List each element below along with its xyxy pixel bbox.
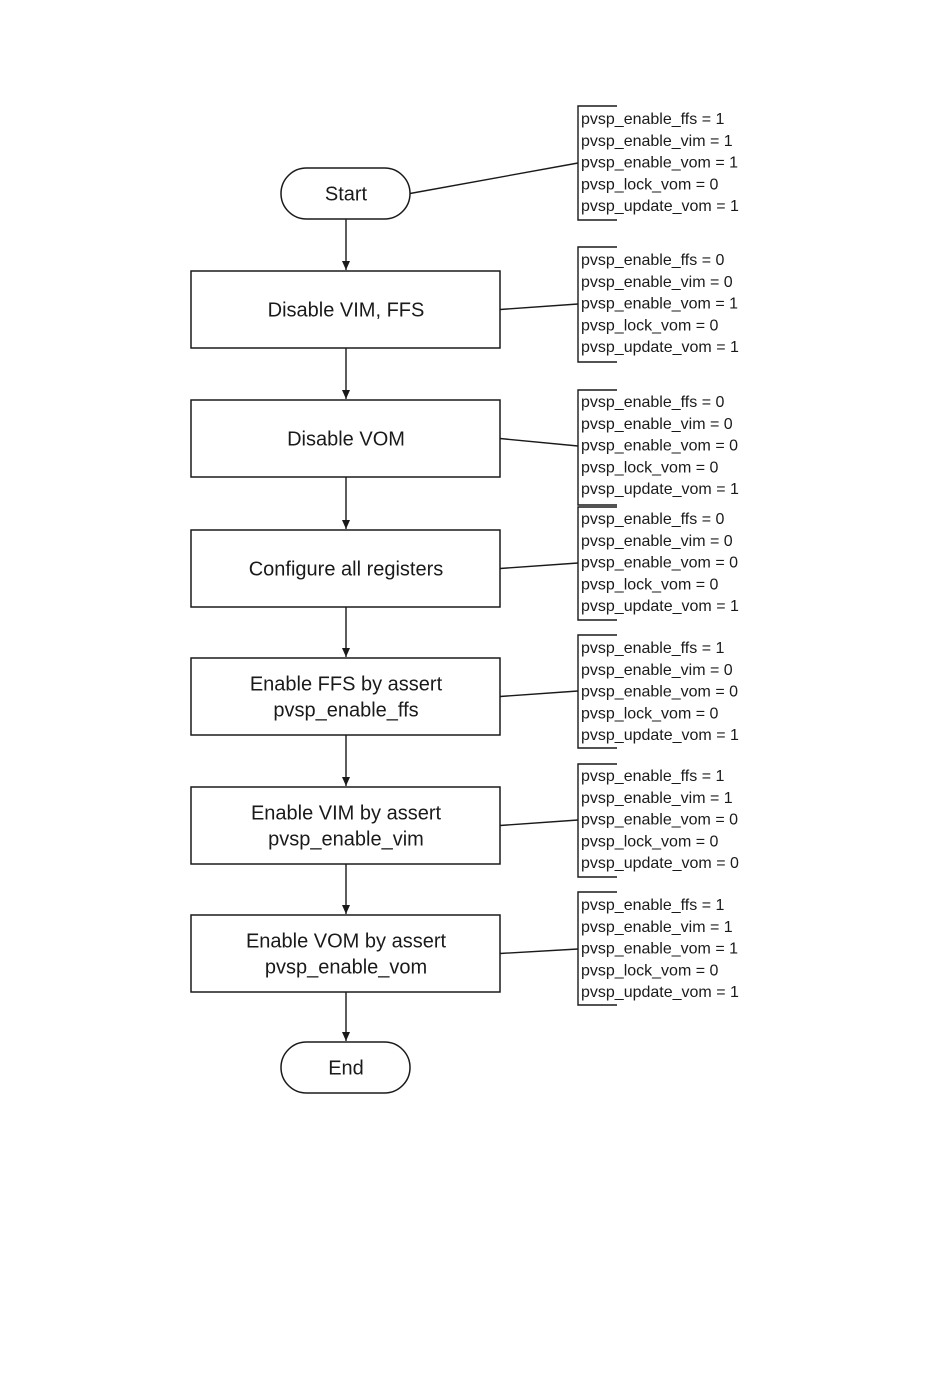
note-line: pvsp_enable_ffs = 1 — [581, 897, 724, 914]
note-line: pvsp_enable_vom = 0 — [581, 812, 738, 829]
note-line: pvsp_lock_vom = 0 — [581, 176, 719, 193]
note-bracket — [577, 246, 617, 363]
note-connector — [499, 948, 579, 955]
note-line: pvsp_update_vom = 1 — [581, 339, 739, 356]
process-box — [190, 399, 501, 478]
note-line: pvsp_enable_vim = 0 — [581, 662, 733, 679]
note-connector — [499, 562, 579, 570]
flow-node-end: End — [280, 1041, 411, 1094]
flow-node-disable-vom: Disable VOM — [190, 399, 501, 478]
note-connector — [409, 162, 579, 195]
register-note: pvsp_enable_ffs = 1 pvsp_enable_vim = 1 pv… — [409, 105, 739, 221]
note-line: pvsp_enable_ffs = 0 — [581, 252, 724, 269]
note-bracket — [577, 634, 617, 749]
node-label-line: Enable FFS by assert — [250, 674, 443, 696]
process-box — [190, 914, 501, 993]
note-line: pvsp_enable_ffs = 1 — [581, 768, 724, 785]
node-label-line: End — [328, 1058, 364, 1080]
note-bracket — [577, 891, 617, 1006]
note-line: pvsp_lock_vom = 0 — [581, 317, 719, 334]
note-line: pvsp_update_vom = 0 — [581, 855, 739, 872]
node-label-line: Enable VIM by assert — [251, 803, 442, 825]
node-label-line: Start — [325, 184, 368, 206]
note-line: pvsp_update_vom = 1 — [581, 984, 739, 1001]
note-line: pvsp_lock_vom = 0 — [581, 962, 719, 979]
note-line: pvsp_update_vom = 1 — [581, 198, 739, 215]
note-line: pvsp_enable_vom = 1 — [581, 155, 738, 172]
note-line: pvsp_enable_ffs = 0 — [581, 511, 724, 528]
note-line: pvsp_lock_vom = 0 — [581, 459, 719, 476]
note-line: pvsp_lock_vom = 0 — [581, 705, 719, 722]
note-line: pvsp_enable_ffs = 1 — [581, 640, 724, 657]
note-line: pvsp_enable_vim = 1 — [581, 919, 733, 936]
register-note: pvsp_enable_ffs = 0 pvsp_enable_vim = 0 pv… — [499, 506, 739, 621]
note-connector — [499, 303, 579, 311]
note-line: pvsp_update_vom = 1 — [581, 598, 739, 615]
process-box — [190, 786, 501, 865]
note-line: pvsp_enable_vom = 1 — [581, 296, 738, 313]
flow-node-configure-registers: Configure all registers — [190, 529, 501, 608]
note-line: pvsp_enable_vim = 1 — [581, 133, 733, 150]
register-note: pvsp_enable_ffs = 1 pvsp_enable_vim = 1 pv… — [499, 891, 739, 1006]
node-label-line: Configure all registers — [249, 559, 444, 581]
flow-node-start: Start — [280, 167, 411, 220]
note-line: pvsp_lock_vom = 0 — [581, 833, 719, 850]
note-line: pvsp_enable_vom = 0 — [581, 555, 738, 572]
note-bracket — [577, 389, 617, 506]
note-bracket — [577, 105, 617, 221]
process-box — [190, 657, 501, 736]
flow-node-enable-ffs: Enable FFS by assert pvsp_enable_ffs — [190, 657, 501, 736]
note-line: pvsp_enable_vim = 0 — [581, 274, 733, 291]
register-note: pvsp_enable_ffs = 1 pvsp_enable_vim = 0 pv… — [499, 634, 739, 749]
flow-node-enable-vim: Enable VIM by assert pvsp_enable_vim — [190, 786, 501, 865]
note-bracket — [577, 763, 617, 878]
process-box — [190, 270, 501, 349]
node-label-line: pvsp_enable_vim — [268, 829, 424, 851]
flow-node-enable-vom: Enable VOM by assert pvsp_enable_vom — [190, 914, 501, 993]
node-label-line: Enable VOM by assert — [246, 931, 447, 953]
node-label-line: Disable VOM — [287, 429, 405, 451]
register-notes: pvsp_enable_ffs = 1 pvsp_enable_vim = 1 pv… — [409, 105, 739, 1006]
register-note: pvsp_enable_ffs = 1 pvsp_enable_vim = 1 pv… — [499, 763, 739, 878]
flow-node-disable-vim-ffs: Disable VIM, FFS — [190, 270, 501, 349]
note-line: pvsp_enable_ffs = 1 — [581, 111, 724, 128]
note-line: pvsp_enable_vom = 1 — [581, 941, 738, 958]
node-label-line: pvsp_enable_ffs — [273, 700, 418, 722]
note-line: pvsp_enable_vim = 0 — [581, 416, 733, 433]
note-line: pvsp_enable_vim = 1 — [581, 790, 733, 807]
process-box — [190, 529, 501, 608]
node-label-line: Disable VIM, FFS — [268, 300, 425, 322]
note-connector — [499, 437, 579, 447]
register-note: pvsp_enable_ffs = 0 pvsp_enable_vim = 0 pv… — [499, 389, 739, 506]
note-connector — [499, 819, 579, 827]
note-line: pvsp_update_vom = 1 — [581, 727, 739, 744]
node-label-line: pvsp_enable_vom — [265, 957, 427, 979]
note-line: pvsp_enable_vom = 0 — [581, 438, 738, 455]
note-line: pvsp_enable_ffs = 0 — [581, 394, 724, 411]
register-note: pvsp_enable_ffs = 0 pvsp_enable_vim = 0 pv… — [499, 246, 739, 363]
note-line: pvsp_enable_vom = 0 — [581, 684, 738, 701]
terminal-shape — [280, 1041, 411, 1094]
note-line: pvsp_enable_vim = 0 — [581, 533, 733, 550]
note-bracket — [577, 506, 617, 621]
note-connector — [499, 690, 579, 698]
note-line: pvsp_lock_vom = 0 — [581, 576, 719, 593]
note-line: pvsp_update_vom = 1 — [581, 481, 739, 498]
